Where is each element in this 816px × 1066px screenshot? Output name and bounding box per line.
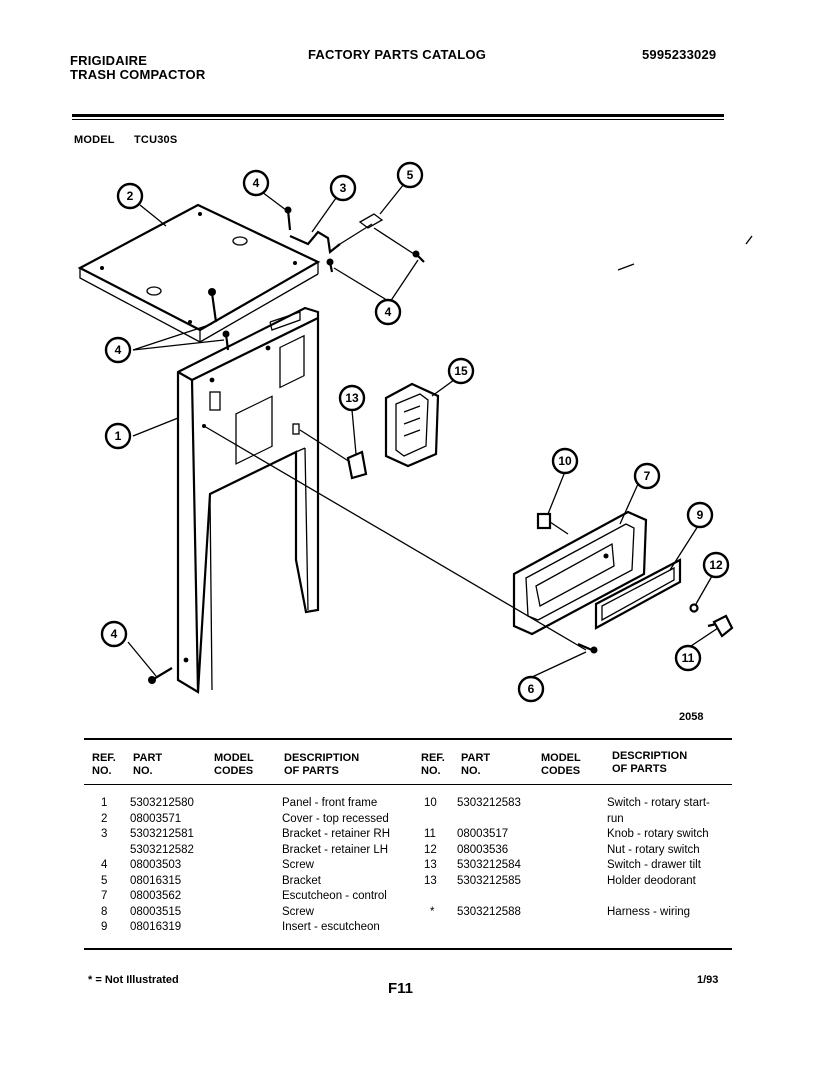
svg-text:4: 4 (111, 627, 118, 641)
model-value: TCU30S (134, 134, 178, 146)
table-row: 10 (424, 797, 437, 809)
escutcheon-insert-part (594, 558, 682, 630)
table-row: 12 (424, 843, 437, 856)
callout-9: 9 (686, 501, 714, 529)
product-name: TRASH COMPACTOR (70, 67, 206, 82)
callout-7: 7 (633, 462, 661, 490)
svg-text:11: 11 (682, 651, 695, 665)
drawer-tilt-switch-part (299, 429, 368, 480)
table-row: 9 (101, 921, 108, 933)
svg-text:2: 2 (127, 189, 134, 203)
callout-11: 11 (674, 644, 702, 672)
model-label: MODEL (74, 134, 115, 146)
exploded-parts-diagram: 2 4 3 5 4 4 15 13 1 10 7 9 12 4 11 6 (77, 161, 753, 703)
callout-10: 10 (551, 447, 579, 475)
svg-text:15: 15 (454, 364, 468, 378)
drawing-number: 2058 (679, 711, 704, 723)
callout-6: 6 (517, 675, 545, 703)
header-rule (72, 114, 724, 117)
table-top-rule (84, 738, 732, 740)
callout-4-bottom: 4 (100, 620, 128, 648)
table-row: 13 (424, 874, 437, 887)
catalog-title: FACTORY PARTS CATALOG (308, 47, 487, 62)
callout-3: 3 (329, 174, 357, 202)
svg-text:13: 13 (345, 391, 359, 405)
table-row: 2 (101, 812, 108, 825)
table-header-rule (84, 784, 732, 785)
callout-2: 2 (116, 182, 144, 210)
svg-text:10: 10 (558, 454, 572, 468)
callout-15: 15 (447, 357, 475, 385)
retainer-bracket-part (289, 223, 373, 255)
callout-12: 12 (702, 551, 730, 579)
table-row: 13 (424, 859, 437, 871)
escutcheon-part (512, 510, 648, 636)
svg-text:4: 4 (385, 305, 392, 319)
page-number: F11 (388, 980, 414, 997)
front-frame-part (176, 306, 320, 694)
callout-4-top: 4 (242, 169, 270, 197)
screw-parts (148, 206, 598, 684)
header-ref-left: REF.NO. (92, 752, 116, 777)
svg-text:4: 4 (115, 343, 122, 357)
table-row: * (430, 905, 435, 918)
rotary-switch-part (536, 512, 569, 535)
callout-13: 13 (338, 384, 366, 412)
catalog-number: 5995233029 (642, 47, 717, 62)
svg-text:3: 3 (340, 181, 347, 195)
table-row: 4 (101, 859, 108, 871)
table-bottom-rule (84, 948, 732, 950)
bracket-part (358, 213, 415, 255)
table-row: 5 (101, 874, 108, 887)
not-illustrated-note: * = Not Illustrated (88, 974, 179, 986)
table-row: 7 (101, 890, 108, 902)
leader-lines (127, 183, 719, 679)
callout-1: 1 (104, 422, 132, 450)
svg-text:12: 12 (709, 558, 723, 572)
svg-text:1: 1 (115, 429, 122, 443)
header-ref-right: REF.NO. (421, 752, 445, 777)
callout-4-right: 4 (374, 298, 402, 326)
svg-text:5: 5 (407, 168, 414, 182)
svg-text:6: 6 (528, 682, 535, 696)
svg-text:4: 4 (253, 176, 260, 190)
svg-text:7: 7 (644, 469, 651, 483)
callout-5: 5 (396, 161, 424, 189)
table-row: 8 (101, 905, 108, 918)
top-cover-part (77, 203, 321, 344)
knob-part (707, 614, 734, 638)
brand-name: FRIGIDAIRE (70, 53, 148, 68)
callout-4-left: 4 (104, 336, 132, 364)
table-row: 1 (101, 797, 108, 809)
nut-part (689, 603, 699, 613)
header-rule-thin (72, 119, 724, 120)
table-row: 11 (424, 828, 436, 840)
table-row: 3 (101, 828, 108, 840)
svg-text:9: 9 (697, 508, 704, 522)
deodorant-holder-part (384, 382, 440, 468)
revision-date: 1/93 (697, 974, 719, 986)
